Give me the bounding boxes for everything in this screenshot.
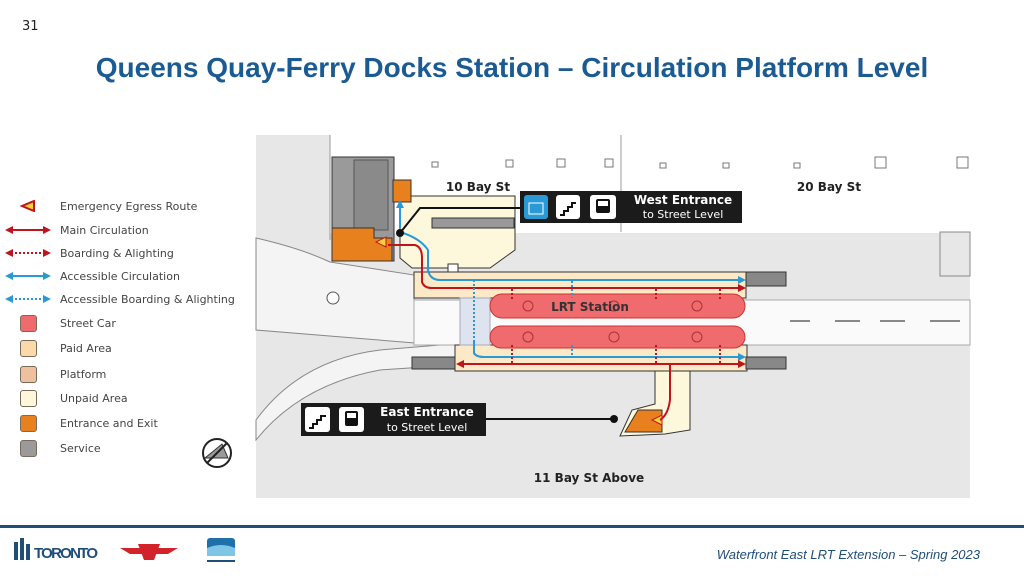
swatch [19,439,37,457]
legend-item-egress: Emergency Egress Route [0,197,197,215]
legend-item-unpaid-area: Unpaid Area [0,389,128,407]
label-11-bay-st: 11 Bay St Above [534,471,644,485]
north-arrow-icon [202,438,232,468]
blue-dotted-arrow-icon [0,294,56,304]
label-10-bay-st: 10 Bay St [446,180,510,194]
streetcar-doors [522,300,703,343]
legend-label: Platform [60,367,107,381]
legend-item-boarding: Boarding & Alighting [0,244,174,262]
west-elevator [392,179,412,203]
footer-logos: TORONTO [14,538,235,562]
legend-label: Entrance and Exit [60,416,158,430]
west-entrance-subtitle: to Street Level [643,208,724,221]
label-lrt-station: LRT Station [551,300,629,314]
legend-label: Emergency Egress Route [60,199,198,213]
legend-item-street-car: Street Car [0,314,116,332]
legend-label: Accessible Boarding & Alighting [60,292,235,306]
west-entrance-callout: West Entrance to Street Level [520,191,742,223]
page-number: 31 [22,19,39,34]
legend-label: Main Circulation [60,223,149,237]
label-20-bay-st: 20 Bay St [797,180,861,194]
swatch [19,339,37,357]
legend-item-main-circulation: Main Circulation [0,221,149,239]
columns [431,156,969,169]
route-arrowheads [396,200,746,368]
legend-label: Accessible Circulation [60,269,180,283]
east-stair-entrance [624,409,663,433]
footer-text: Waterfront East LRT Extension – Spring 2… [716,547,980,562]
elevator-icon [524,195,548,219]
swatch [19,365,37,383]
unpaid-area-west [399,195,516,269]
swatch [19,414,37,432]
east-entrance-callout: East Entrance to Street Level [301,403,486,436]
egress-triangle-icon [0,200,56,212]
swatch [19,314,37,332]
red-dotted-arrow-icon [0,248,56,258]
legend-label: Service [60,441,101,455]
blue-arrow-icon [0,271,56,281]
legend-item-paid-area: Paid Area [0,339,112,357]
manhole-marker [326,291,340,305]
east-entrance-subtitle: to Street Level [387,421,468,434]
streetcar-south [489,325,746,349]
legend-label: Paid Area [60,341,112,355]
legend-item-service: Service [0,439,101,457]
ttc-logo [120,544,178,560]
west-stair-entrance [331,227,393,262]
svg-text:TORONTO: TORONTO [34,545,98,562]
egress-triangle-icon [374,236,387,248]
toronto-logo: TORONTO [14,538,98,562]
circulation-routes [388,205,740,421]
legend-label: Boarding & Alighting [60,246,174,260]
east-entrance-title: East Entrance [380,405,474,419]
waterfront-toronto-logo [207,538,235,562]
footer-divider [0,525,1024,528]
legend-item-accessible-boarding: Accessible Boarding & Alighting [0,290,235,308]
swatch [19,389,37,407]
red-arrow-icon [0,225,56,235]
egress-triangle-icon [650,414,663,426]
legend-item-platform: Platform [0,365,106,383]
legend-label: Street Car [60,316,116,330]
west-entrance-title: West Entrance [634,193,732,207]
slide-title: Queens Quay-Ferry Docks Station – Circul… [95,52,929,83]
streetcar-north [489,293,746,319]
legend-item-entrance-exit: Entrance and Exit [0,414,158,432]
legend-label: Unpaid Area [60,391,128,405]
legend-item-accessible-circulation: Accessible Circulation [0,267,180,285]
